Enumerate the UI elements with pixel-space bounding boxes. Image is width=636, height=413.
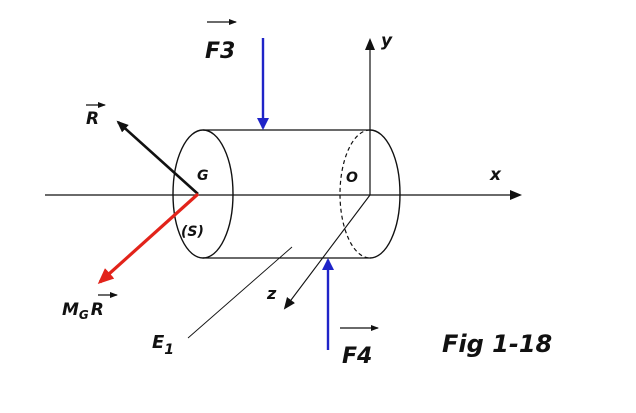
f3-label-text: F3 (205, 39, 235, 64)
e1-label-text: E1 (152, 332, 174, 358)
r-label-text: R (86, 109, 99, 129)
e1-label: E1 (152, 332, 174, 358)
f4-label-text: F4 (342, 344, 372, 369)
point-g-label: G (197, 168, 209, 184)
figure-caption: Fig 1-18 (442, 330, 552, 358)
f3-label: F3 (205, 19, 237, 64)
left-end-face (172, 129, 234, 259)
y-axis-label: y (381, 31, 393, 51)
z-axis (283, 194, 371, 310)
f4-label: F4 (340, 325, 379, 369)
solid-s-label: (S) (181, 224, 204, 240)
resultant-r-arrow (116, 120, 199, 195)
moment-mg-arrow (97, 192, 200, 285)
cylinder (172, 129, 401, 259)
z-axis-label: z (266, 284, 277, 303)
point-o-label: O (346, 170, 358, 186)
x-axis-label: x (489, 165, 502, 185)
r-label: R (86, 102, 106, 129)
right-end-face-hidden (339, 129, 371, 259)
e1-leader-line (187, 246, 293, 339)
right-end-face-front (369, 129, 401, 259)
